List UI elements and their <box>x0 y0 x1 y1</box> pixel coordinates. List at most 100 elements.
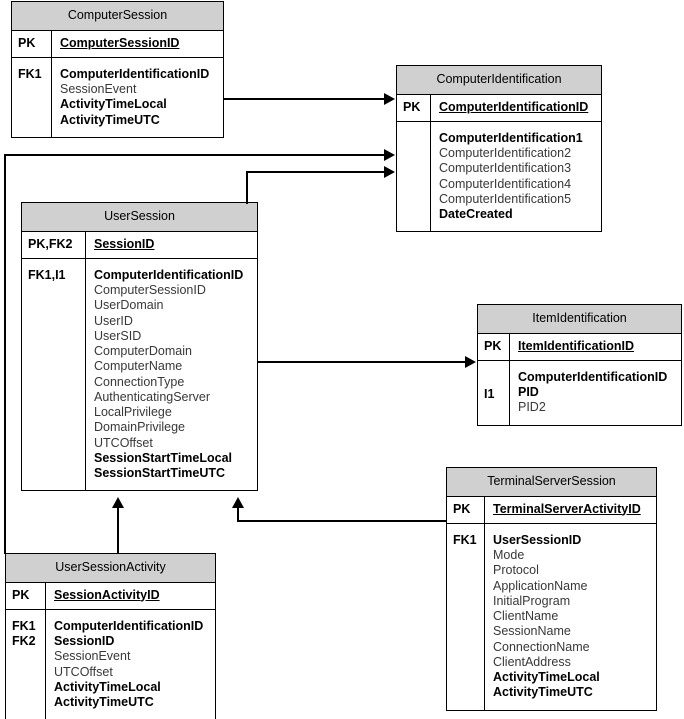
pk-section-computer-identification: PK ComputerIdentificationID <box>397 94 601 122</box>
field-connectionname: ConnectionName <box>493 639 590 654</box>
key-label-fk1: FK1 <box>447 523 485 710</box>
pk-field-list: SessionActivityID <box>46 583 215 609</box>
field-computerdomain: ComputerDomain <box>94 344 192 358</box>
relationship-line-terminalserversession-riser <box>237 508 239 522</box>
field-sessionactivityid: SessionActivityID <box>54 587 160 602</box>
pk-field-list: ItemIdentificationID <box>510 334 681 360</box>
field-computeridentification2: ComputerIdentification2 <box>439 146 572 160</box>
pk-field-list: SessionID <box>86 232 257 258</box>
attr-section-item-identification: I1 ComputerIdentificationID PID PID2 <box>478 360 681 425</box>
attr-section-computer-identification: ComputerIdentification1 ComputerIdentifi… <box>397 121 601 232</box>
field-computersessionid: ComputerSessionID <box>94 283 206 297</box>
field-activitytimelocal: ActivityTimeLocal <box>54 679 161 694</box>
entity-title-computer-session: ComputerSession <box>12 2 223 31</box>
field-computeridentification4: ComputerIdentification4 <box>439 176 572 191</box>
entity-title-item-identification: ItemIdentification <box>478 305 681 334</box>
field-computeridentification3: ComputerIdentification3 <box>439 161 572 176</box>
entity-item-identification[interactable]: ItemIdentification PK ItemIdentification… <box>477 304 682 426</box>
field-computeridentificationid: ComputerIdentificationID <box>60 66 210 81</box>
entity-title-user-session: UserSession <box>22 203 257 232</box>
relationship-arrow-computeridentification-3 <box>384 166 395 178</box>
attr-section-terminal-server-session: FK1 UserSessionID Mode Protocol Applicat… <box>447 523 656 710</box>
entity-computer-session[interactable]: ComputerSession PK ComputerSessionID FK1… <box>11 1 224 138</box>
key-label-pk: PK <box>12 30 52 57</box>
entity-title-user-session-activity: UserSessionActivity <box>6 554 215 583</box>
field-clientname: ClientName <box>493 609 559 623</box>
attr-section-computer-session: FK1 ComputerIdentificationID SessionEven… <box>12 57 223 137</box>
pk-section-user-session-activity: PK SessionActivityID <box>6 582 215 610</box>
pk-section-terminal-server-session: PK TerminalServerActivityID <box>447 496 656 524</box>
field-protocol: Protocol <box>493 563 539 578</box>
entity-title-terminal-server-session: TerminalServerSession <box>447 468 656 497</box>
field-usersessionid: UserSessionID <box>493 532 582 547</box>
entity-user-session[interactable]: UserSession PK,FK2 SessionID FK1,I1 Comp… <box>21 202 258 492</box>
field-pid: PID <box>518 385 539 399</box>
field-terminalserveractivityid: TerminalServerActivityID <box>493 501 641 516</box>
attr-section-user-session: FK1,I1 ComputerIdentificationID Computer… <box>22 258 257 491</box>
field-sessionstarttimelocal: SessionStartTimeLocal <box>94 450 233 465</box>
field-computeridentification5: ComputerIdentification5 <box>439 191 572 206</box>
field-authenticatingserver: AuthenticatingServer <box>94 389 211 404</box>
field-userid: UserID <box>94 313 133 328</box>
field-utcoffset: UTCOffset <box>94 435 153 450</box>
pk-section-computer-session: PK ComputerSessionID <box>12 30 223 58</box>
key-label-fk2: FK2 <box>12 634 36 648</box>
field-applicationname: ApplicationName <box>493 578 588 593</box>
field-sessionname: SessionName <box>493 624 571 639</box>
field-userdomain: UserDomain <box>94 298 164 313</box>
attribute-list: ComputerIdentificationID SessionEvent Ac… <box>52 58 223 137</box>
attribute-list: ComputerIdentificationID SessionID Sessi… <box>46 610 215 719</box>
relationship-line-usersessionactivity-usersession <box>117 508 119 554</box>
entity-terminal-server-session[interactable]: TerminalServerSession PK TerminalServerA… <box>446 467 657 711</box>
field-computeridentificationid: ComputerIdentificationID <box>54 618 204 633</box>
relationship-line-usersession-computeridentification <box>246 171 386 173</box>
relationship-line-computersession-computeridentification <box>224 98 386 100</box>
relationship-arrow-usersession-2 <box>232 497 244 508</box>
field-activitytimeutc: ActivityTimeUTC <box>60 112 160 127</box>
field-activitytimeutc: ActivityTimeUTC <box>54 695 154 709</box>
relationship-arrow-usersession-1 <box>112 497 124 508</box>
field-computername: ComputerName <box>94 359 183 374</box>
field-computer-session-id: ComputerSessionID <box>60 35 180 50</box>
field-computeridentificationid: ComputerIdentificationID <box>439 99 589 114</box>
field-mode: Mode <box>493 548 525 562</box>
relationship-line-terminalserversession-usersession <box>237 520 447 522</box>
field-datecreated: DateCreated <box>439 207 513 221</box>
key-label-pk: PK <box>478 333 510 360</box>
field-sessionevent: SessionEvent <box>54 649 131 664</box>
key-label-fk1: FK1 <box>12 618 36 633</box>
field-computeridentification1: ComputerIdentification1 <box>439 130 583 145</box>
entity-computer-identification[interactable]: ComputerIdentification PK ComputerIdenti… <box>396 65 602 233</box>
field-sessionid: SessionID <box>54 634 115 648</box>
relationship-line-usersession-itemidentification <box>258 361 467 363</box>
key-label-pk-fk2: PK,FK2 <box>22 231 86 258</box>
attribute-list: ComputerIdentificationID ComputerSession… <box>86 259 257 491</box>
field-sessionevent: SessionEvent <box>60 82 137 96</box>
relationship-arrow-computeridentification-2 <box>384 149 395 161</box>
entity-title-computer-identification: ComputerIdentification <box>397 66 601 95</box>
field-pid2: PID2 <box>518 400 546 415</box>
key-label-fk1: FK1 <box>12 57 52 137</box>
pk-field-list: ComputerSessionID <box>52 31 223 57</box>
field-activitytimelocal: ActivityTimeLocal <box>60 97 167 112</box>
pk-field-list: ComputerIdentificationID <box>431 95 601 121</box>
field-domainprivilege: DomainPrivilege <box>94 420 186 435</box>
key-label-fk1-i1: FK1,I1 <box>22 258 86 491</box>
pk-field-list: TerminalServerActivityID <box>485 497 656 523</box>
relationship-arrow-itemidentification <box>465 356 476 368</box>
field-localprivilege: LocalPrivilege <box>94 405 172 419</box>
key-label-fk1-fk2: FK1 FK2 <box>6 609 46 719</box>
entity-user-session-activity[interactable]: UserSessionActivity PK SessionActivityID… <box>5 553 216 719</box>
pk-section-item-identification: PK ItemIdentificationID <box>478 333 681 361</box>
relationship-line-usersessionactivity-computeridentification <box>4 154 386 156</box>
field-initialprogram: InitialProgram <box>493 593 571 608</box>
field-computeridentificationid: ComputerIdentificationID <box>94 267 244 282</box>
field-itemidentificationid: ItemIdentificationID <box>518 338 634 353</box>
key-label-pk: PK <box>6 582 46 609</box>
field-sessionid: SessionID <box>94 236 155 251</box>
field-usersid: UserSID <box>94 328 142 343</box>
attr-section-user-session-activity: FK1 FK2 ComputerIdentificationID Session… <box>6 609 215 719</box>
field-activitytimelocal: ActivityTimeLocal <box>493 670 600 684</box>
field-connectiontype: ConnectionType <box>94 374 185 389</box>
attribute-list: ComputerIdentificationID PID PID2 <box>510 361 681 425</box>
